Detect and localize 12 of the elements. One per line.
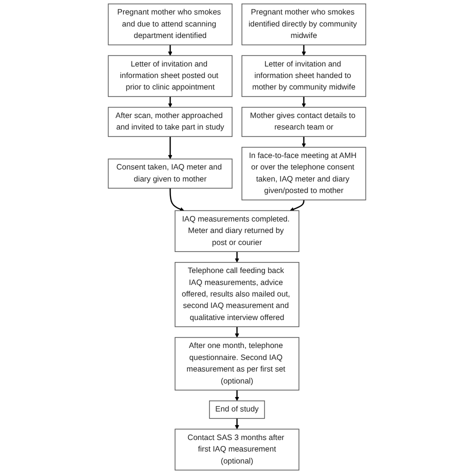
arrow: [302, 136, 306, 148]
arrow: [234, 252, 240, 263]
arrow: [168, 96, 172, 108]
arrow: [234, 326, 240, 338]
arrow: [168, 136, 172, 160]
arrow: [302, 96, 306, 108]
arrow: [302, 44, 306, 56]
arrow: [290, 200, 304, 212]
arrow: [168, 44, 172, 56]
arrow: [170, 188, 184, 212]
arrow: [234, 418, 240, 430]
arrow: [234, 390, 240, 402]
